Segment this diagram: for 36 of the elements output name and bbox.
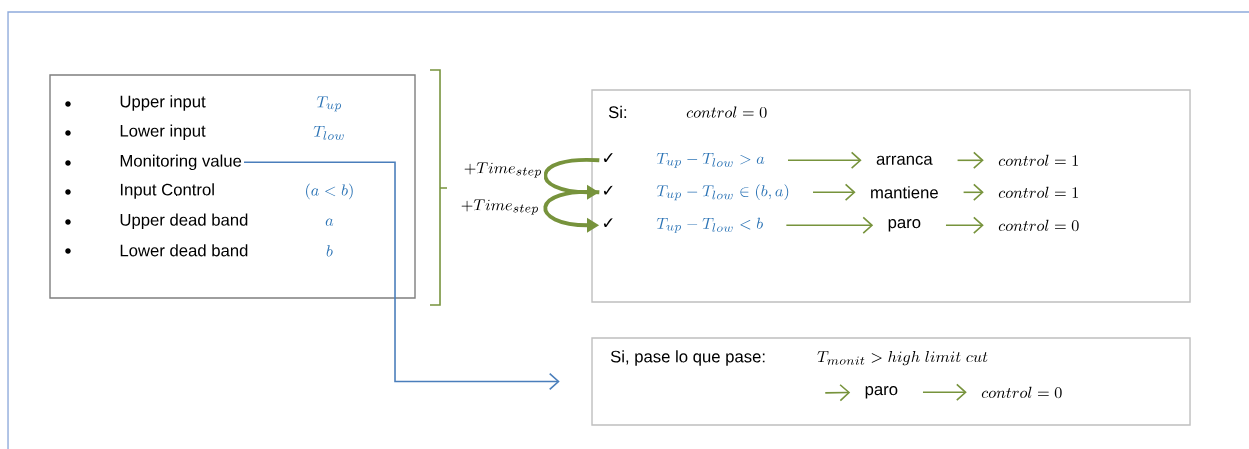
label-text: Si, pase lo que pase: xyxy=(610,350,765,366)
condition-formula: $control = 0$ xyxy=(686,106,767,118)
action-text: mantiene xyxy=(871,186,938,199)
check-mark: ✓ xyxy=(603,218,613,228)
condition-formula: $T_{up} - T_{low} < b$ xyxy=(656,217,763,233)
arrow xyxy=(824,383,851,402)
list-item: Lower input $T_{low}$ xyxy=(120,124,344,141)
arrow xyxy=(922,383,967,401)
list-item: Monitoring value xyxy=(120,154,242,171)
result-formula: $control = 1$ xyxy=(998,154,1079,166)
result-formula: $control = 0$ xyxy=(998,219,1079,232)
result-formula: $control = 0$ xyxy=(981,386,1062,399)
arrow xyxy=(787,151,862,169)
action-text: paro xyxy=(888,219,921,232)
check-mark: ✓ xyxy=(603,185,613,195)
connector-arrow xyxy=(243,161,560,391)
action-text: paro xyxy=(865,386,898,399)
check-mark: ✓ xyxy=(603,153,613,162)
arrow xyxy=(956,151,984,169)
list-item: Lower dead band $b$ xyxy=(120,244,333,257)
condition-formula: $T_{up} - T_{low} > a$ xyxy=(656,152,765,168)
list-box xyxy=(49,74,416,299)
action-text: arranca xyxy=(876,155,933,165)
label-text: Si: xyxy=(608,105,627,119)
arrow xyxy=(945,216,984,234)
arrow xyxy=(962,183,984,201)
edge-label: $+Time_{step}$ xyxy=(461,199,538,215)
condition-formula: $T_{up} - T_{low} \in (b, a)$ xyxy=(656,184,789,201)
arrow xyxy=(785,216,874,234)
result-formula: $control = 1$ xyxy=(998,186,1079,198)
list-item: Upper input $T_{up}$ xyxy=(120,95,342,112)
edge-label: $+Time_{step}$ xyxy=(464,162,541,178)
condition-formula: $T_{monit} > high\ limit\ cut$ xyxy=(817,351,988,366)
list-item: Upper dead band $a$ xyxy=(120,213,334,230)
arrow xyxy=(812,183,856,201)
list-item: Input Control $(a < b)$ xyxy=(120,183,353,200)
